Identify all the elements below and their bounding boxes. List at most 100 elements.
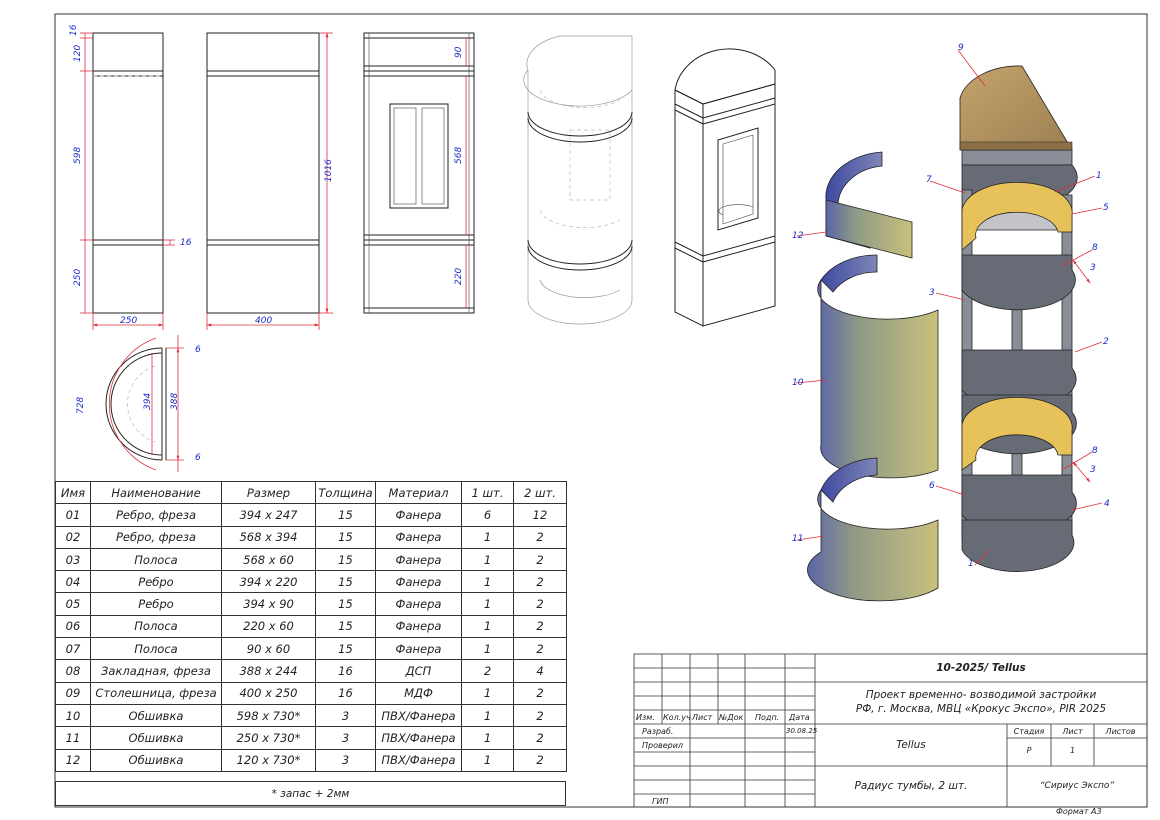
- cell-material: Фанера: [375, 503, 462, 527]
- cell-qty1: 1: [461, 726, 514, 750]
- cell-thickness: 15: [315, 525, 376, 549]
- cell-qty1: 1: [461, 592, 514, 616]
- cell-name: Закладная, фреза: [90, 659, 222, 683]
- cell-id: 08: [55, 659, 91, 683]
- role-gip: ГИП: [652, 797, 669, 806]
- callout-3c: 3: [1090, 465, 1096, 475]
- dim-side-120: 120: [73, 45, 83, 62]
- cell-size: 90 x 60: [221, 637, 316, 661]
- wireframe-isometric: [523, 35, 633, 325]
- dim-face-568: 568: [454, 147, 464, 164]
- col-podp: Подп.: [755, 713, 780, 722]
- cell-name: Обшивка: [90, 703, 222, 728]
- cell-name: Полоса: [90, 547, 222, 572]
- callout-3b: 3: [929, 288, 935, 298]
- cell-id: 03: [55, 547, 91, 572]
- cell-id: 06: [55, 614, 91, 639]
- solid-isometric: [674, 48, 776, 327]
- cell-id: 10: [55, 703, 91, 728]
- cell-qty1: 1: [461, 525, 514, 549]
- cell-material: МДФ: [375, 681, 462, 705]
- cell-id: 11: [55, 726, 91, 750]
- project-line-1: Проект временно- возводимой застройки: [865, 689, 1097, 701]
- cell-id: 09: [55, 681, 91, 705]
- callout-5: 5: [1103, 203, 1109, 213]
- callout-9: 9: [958, 43, 964, 53]
- cell-qty1: 1: [461, 570, 514, 594]
- cell-qty1: 1: [461, 748, 514, 772]
- col-kolvo: Кол.уч: [663, 713, 691, 722]
- cell-id: 07: [55, 637, 91, 661]
- dim-plan-388: 388: [170, 393, 180, 410]
- cell-name: Ребро, фреза: [90, 503, 222, 527]
- cell-size: 394 x 90: [221, 592, 316, 616]
- cell-qty2: 2: [513, 748, 567, 772]
- cell-id: 12: [55, 748, 91, 772]
- cell-material: Фанера: [375, 637, 462, 661]
- cell-name: Обшивка: [90, 726, 222, 750]
- cell-id: 01: [55, 503, 91, 527]
- cell-material: Фанера: [375, 592, 462, 616]
- cell-id: 05: [55, 592, 91, 616]
- cell-thickness: 3: [315, 726, 376, 750]
- cell-size: 220 x 60: [221, 614, 316, 639]
- callout-12: 12: [792, 231, 804, 241]
- role-proveril: Проверил: [642, 741, 684, 750]
- cell-thickness: 3: [315, 703, 376, 728]
- company-name: “Сириус Экспо”: [1039, 781, 1115, 791]
- stadia-label: Стадия: [1013, 727, 1045, 736]
- cell-size: 568 x 60: [221, 547, 316, 572]
- cell-material: ПВХ/Фанера: [375, 748, 462, 772]
- cell-material: ПВХ/Фанера: [375, 703, 462, 728]
- cell-material: Фанера: [375, 570, 462, 594]
- col-header-name: Имя: [55, 480, 91, 505]
- cell-material: Фанера: [375, 525, 462, 549]
- cell-qty2: 2: [513, 525, 567, 549]
- list-value: 1: [1069, 746, 1076, 755]
- listov-label: Листов: [1105, 727, 1136, 736]
- cell-thickness: 3: [315, 748, 376, 772]
- cell-thickness: 15: [315, 503, 376, 527]
- cell-material: Фанера: [375, 547, 462, 572]
- specification-table: Имя Наименование Размер Толщина Материал…: [55, 480, 567, 772]
- dim-side-width: 250: [120, 316, 137, 326]
- dim-side-250: 250: [73, 269, 83, 286]
- cell-thickness: 15: [315, 547, 376, 572]
- dim-front-height: 1016: [324, 159, 334, 182]
- razrab-date: 30.08.25: [786, 727, 818, 735]
- cell-name: Столешница, фреза: [90, 681, 222, 705]
- cell-size: 394 x 220: [221, 570, 316, 594]
- side-view: 16 120 598 16 250 250: [69, 24, 192, 330]
- table-header-row: Имя Наименование Размер Толщина Материал…: [55, 480, 567, 505]
- cell-thickness: 15: [315, 637, 376, 661]
- cell-qty2: 2: [513, 637, 567, 661]
- cell-name: Ребро, фреза: [90, 525, 222, 549]
- cell-thickness: 15: [315, 592, 376, 616]
- paper-format: Формат А3: [1056, 807, 1102, 816]
- cell-id: 02: [55, 525, 91, 549]
- col-header-title: Наименование: [90, 480, 222, 505]
- cell-qty1: 1: [461, 681, 514, 705]
- cell-name: Обшивка: [90, 748, 222, 772]
- cell-name: Ребро: [90, 592, 222, 616]
- cell-size: 394 x 247: [221, 503, 316, 527]
- face-view: 90 568 220: [363, 32, 475, 314]
- cell-qty2: 4: [513, 659, 567, 683]
- cell-qty2: 2: [513, 547, 567, 572]
- col-izm: Изм.: [636, 713, 655, 722]
- dim-front-width: 400: [255, 316, 272, 326]
- callout-10: 10: [792, 378, 804, 388]
- callout-1a: 1: [1096, 171, 1102, 181]
- cell-qty1: 1: [461, 637, 514, 661]
- title-block-grid: [633, 653, 1148, 808]
- callout-4: 4: [1104, 499, 1110, 509]
- sheet-border: [54, 13, 1148, 808]
- sheet-title: Радиус тумбы, 2 шт.: [854, 780, 968, 792]
- callout-2: 2: [1103, 337, 1109, 347]
